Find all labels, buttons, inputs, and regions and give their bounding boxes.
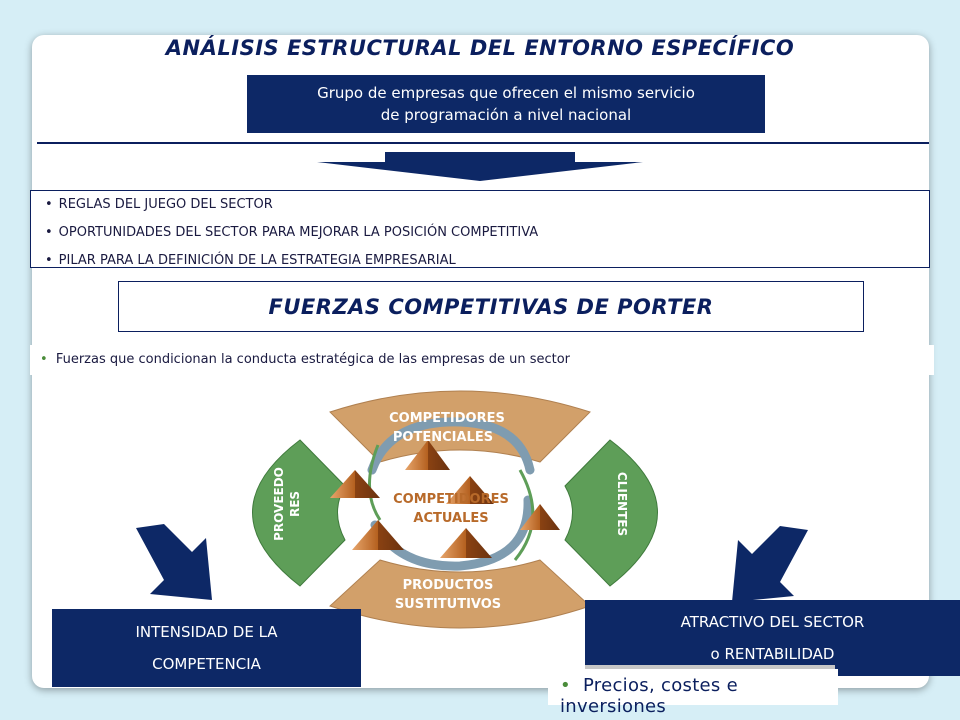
divider [37,142,929,144]
intensity-box: INTENSIDAD DE LA COMPETENCIA [52,609,361,687]
bottom-note: • Precios, costes e inversiones [548,669,838,717]
forces-note: • Fuerzas que condicionan la conducta es… [30,345,934,375]
rules-item: REGLAS DEL JUEGO DEL SECTOR [45,194,929,222]
definition-line-2: de programación a nivel nacional [380,106,632,124]
attractiveness-line-1: ATRACTIVO DEL SECTOR [680,613,865,631]
definition-line-1: Grupo de empresas que ofrecen el mismo s… [317,84,695,102]
rules-item: PILAR PARA LA DEFINICIÓN DE LA ESTRATEGI… [45,250,929,278]
attractiveness-line-2: o RENTABILIDAD [710,645,835,663]
divider-strip [585,665,835,671]
down-arrow-icon [317,152,643,181]
bullet-icon: • [560,675,571,696]
bottom-note-text: Precios, costes e inversiones [560,675,738,717]
intensity-line-2: COMPETENCIA [152,655,261,673]
forces-note-text: Fuerzas que condicionan la conducta estr… [55,352,571,367]
definition-box: Grupo de empresas que ofrecen el mismo s… [247,75,765,133]
porter-title: FUERZAS COMPETITIVAS DE PORTER [118,281,864,332]
rules-list: REGLAS DEL JUEGO DEL SECTOR OPORTUNIDADE… [30,190,930,268]
rules-item: OPORTUNIDADES DEL SECTOR PARA MEJORAR LA… [45,222,929,250]
intensity-line-1: INTENSIDAD DE LA [135,623,278,641]
page-title: ANÁLISIS ESTRUCTURAL DEL ENTORNO ESPECÍF… [165,36,795,60]
bullet-icon: • [40,352,48,367]
attractiveness-box: ATRACTIVO DEL SECTOR o RENTABILIDAD [585,600,960,676]
